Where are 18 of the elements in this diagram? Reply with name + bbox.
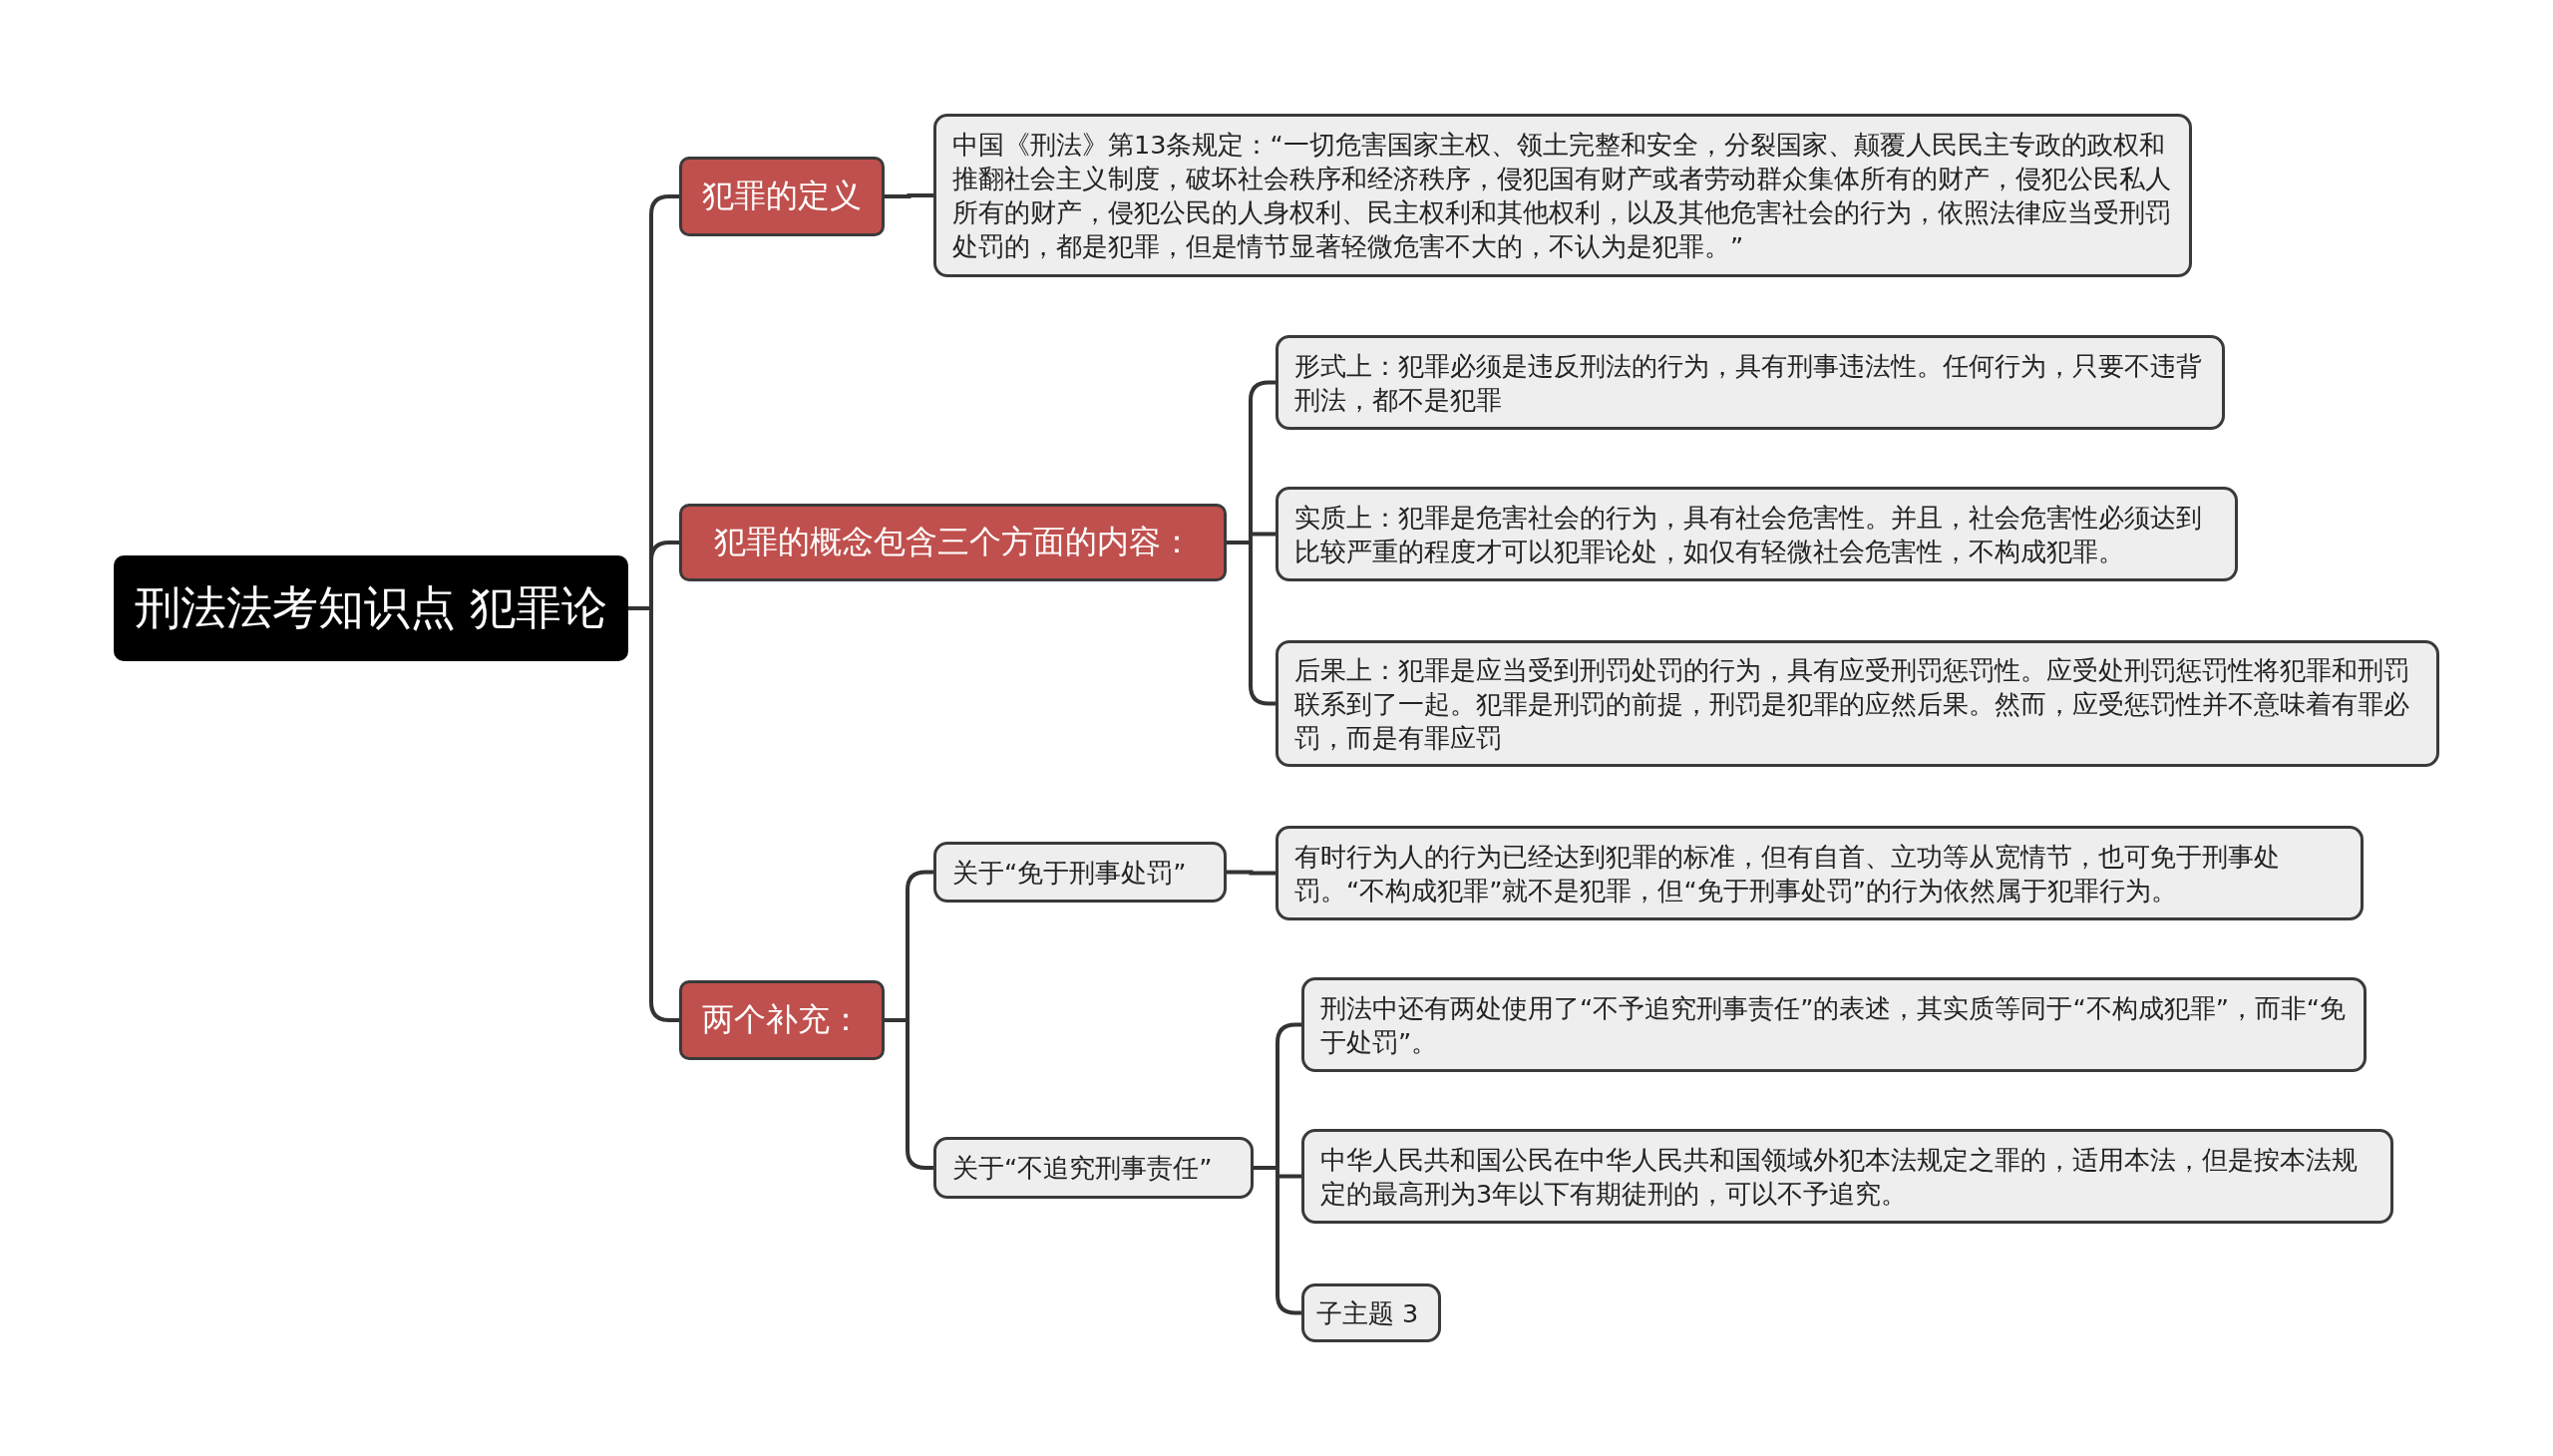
subtopic-box: 形式上：犯罪必须是违反刑法的行为，具有刑事违法性。任何行为，只要不违背刑法，都不是犯罪	[1276, 335, 2225, 430]
main-topic: 两个补充：	[679, 980, 885, 1060]
root-topic: 刑法法考知识点 犯罪论	[114, 555, 628, 661]
connector-line	[1227, 541, 1276, 706]
subtopic-box: 中国《刑法》第13条规定：“一切危害国家主权、领土完整和安全，分裂国家、颠覆人民民主专政的政权和推翻社会主义制度，破坏社会秩序和经济秩序，侵犯国有财产或者劳动群众集体所有的财产，侵犯公民私人所有的财产，侵犯公民的人身权利、民主权利和其他权利，以及其他危害社会的行为，依照法律应当受刑罚处罚的，都是犯罪，但是情节显著轻微危害不大的，不认为是犯罪。”	[933, 114, 2192, 277]
subtopic-box: 关于“不追究刑事责任”	[933, 1137, 1254, 1199]
main-topic: 犯罪的定义	[679, 157, 885, 236]
subtopic-box: 有时行为人的行为已经达到犯罪的标准，但有自首、立功等从宽情节，也可免于刑事处罚。“不构成犯罪”就不是犯罪，但“免于刑事处罚”的行为依然属于犯罪行为。	[1276, 826, 2364, 920]
subtopic-box: 实质上：犯罪是危害社会的行为，具有社会危害性。并且，社会危害性必须达到比较严重的程度才可以犯罪论处，如仅有轻微社会危害性，不构成犯罪。	[1276, 487, 2238, 581]
subtopic-box: 刑法中还有两处使用了“不予追究刑事责任”的表述，其实质等同于“不构成犯罪”，而非“免于处罚”。	[1301, 977, 2367, 1072]
subtopic-box: 中华人民共和国公民在中华人民共和国领域外犯本法规定之罪的，适用本法，但是按本法规定的最高刑为3年以下有期徒刑的，可以不予追究。	[1301, 1129, 2393, 1224]
connector-line	[1254, 1166, 1301, 1315]
main-topic: 犯罪的概念包含三个方面的内容：	[679, 504, 1227, 581]
subtopic-box: 子主题 3	[1301, 1283, 1441, 1342]
subtopic-box: 后果上：犯罪是应当受到刑罚处罚的行为，具有应受刑罚惩罚性。应受处刑罚惩罚性将犯罪和刑罚联系到了一起。犯罪是刑罚的前提，刑罚是犯罪的应然后果。然而，应受惩罚性并不意味着有罪必罚，而是有罪应罚	[1276, 640, 2439, 767]
connector-line	[885, 193, 933, 198]
subtopic-box: 关于“免于刑事处罚”	[933, 842, 1227, 903]
connector-line	[1227, 870, 1276, 876]
